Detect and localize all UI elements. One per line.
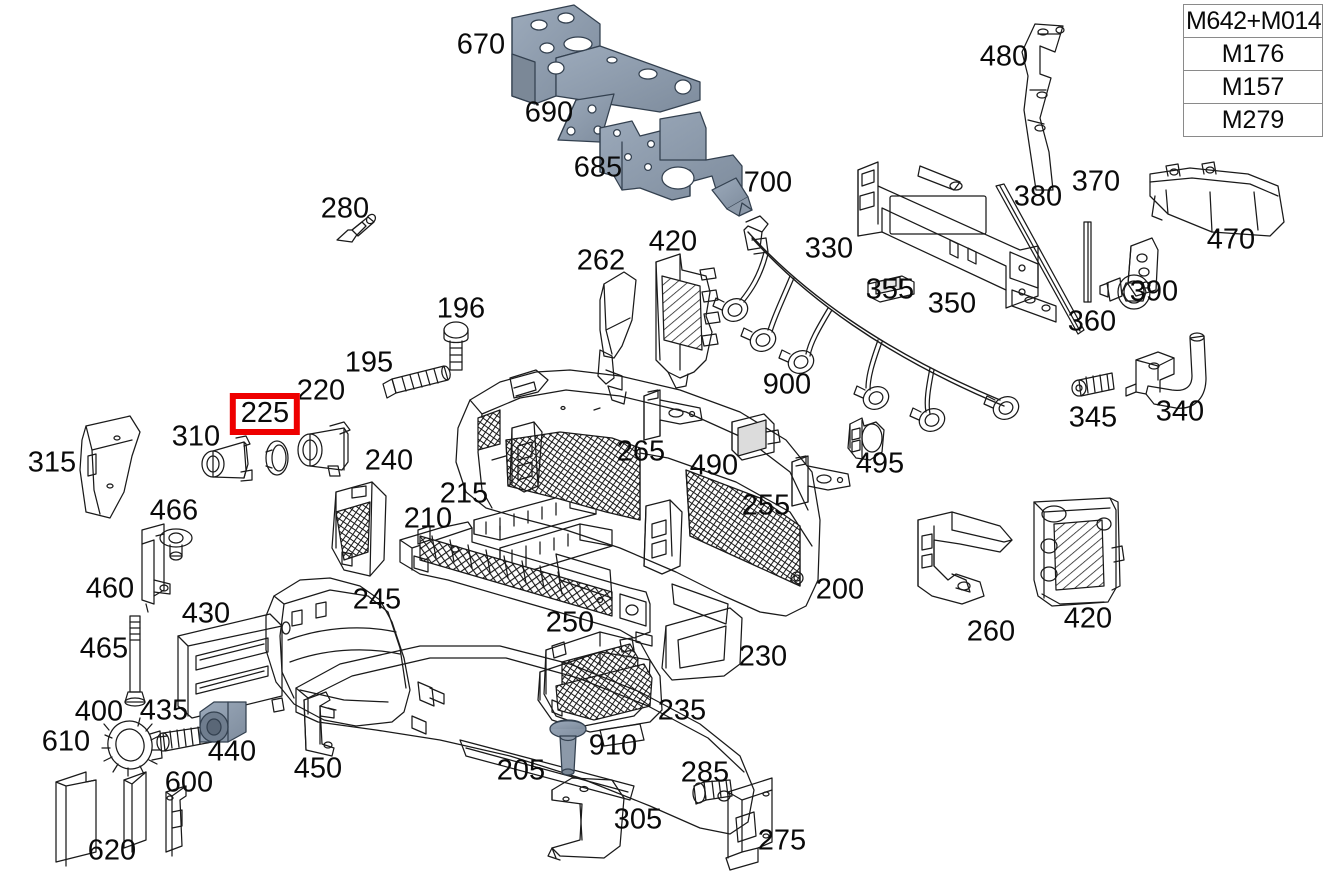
callout-label-440[interactable]: 440 (207, 735, 257, 768)
callout-label-262[interactable]: 262 (576, 244, 626, 277)
part-260-bracket (917, 511, 1013, 605)
part-225-ring (265, 440, 289, 476)
callout-label-360[interactable]: 360 (1067, 305, 1117, 338)
part-466-grommet (159, 528, 193, 561)
callout-label-215[interactable]: 215 (439, 477, 489, 510)
part-460-bracket (141, 523, 171, 605)
part-900-wiring-harness (712, 215, 1020, 433)
callout-label-610[interactable]: 610 (41, 725, 91, 758)
callout-label-305[interactable]: 305 (613, 803, 663, 836)
part-215b-absorber (499, 523, 613, 573)
part-490-module (731, 413, 781, 461)
callout-label-430[interactable]: 430 (181, 597, 231, 630)
legend-row-0: M642+M014 (1184, 5, 1322, 38)
part-195-bolt (382, 365, 451, 399)
callout-label-600[interactable]: 600 (164, 766, 214, 799)
callout-label-205[interactable]: 205 (496, 754, 546, 787)
callout-label-196[interactable]: 196 (436, 292, 486, 325)
callout-label-355[interactable]: 355 (865, 273, 915, 306)
callout-label-250[interactable]: 250 (545, 606, 595, 639)
callout-label-420a[interactable]: 420 (648, 225, 698, 258)
part-315-trim (79, 415, 141, 519)
legend-row-2: M157 (1184, 71, 1322, 104)
callout-label-450[interactable]: 450 (293, 752, 343, 785)
callout-label-225[interactable]: 225 (229, 393, 301, 435)
callout-label-220[interactable]: 220 (296, 374, 346, 407)
callout-label-910[interactable]: 910 (588, 729, 638, 762)
part-465-screw (124, 603, 149, 707)
callout-label-200[interactable]: 200 (815, 573, 865, 606)
callout-label-470[interactable]: 470 (1206, 223, 1256, 256)
part-345-screw (1071, 372, 1115, 397)
callout-label-315[interactable]: 315 (27, 446, 77, 479)
callout-label-230[interactable]: 230 (738, 640, 788, 673)
callout-label-435[interactable]: 435 (139, 694, 189, 727)
part-215-absorber (473, 493, 597, 541)
legend-row-1: M176 (1184, 38, 1322, 71)
callout-label-495[interactable]: 495 (855, 447, 905, 480)
part-220-sensor (297, 421, 351, 477)
callout-label-345[interactable]: 345 (1068, 401, 1118, 434)
callout-label-685[interactable]: 685 (573, 151, 623, 184)
callout-label-260[interactable]: 260 (966, 615, 1016, 648)
part-265-bracket (643, 389, 703, 441)
callout-label-900[interactable]: 900 (762, 368, 812, 401)
callout-label-480[interactable]: 480 (979, 40, 1029, 73)
callout-label-466[interactable]: 466 (149, 494, 199, 527)
callout-label-330[interactable]: 330 (804, 232, 854, 265)
part-370-pin (1083, 221, 1092, 303)
part-480-bracket (1021, 23, 1065, 191)
part-230-panel (661, 607, 743, 681)
callout-label-370[interactable]: 370 (1071, 165, 1121, 198)
callout-label-490[interactable]: 490 (689, 449, 739, 482)
callout-label-265[interactable]: 265 (616, 435, 666, 468)
part-255-bracket (791, 455, 851, 507)
part-305-duct (547, 777, 625, 861)
callout-label-620[interactable]: 620 (87, 834, 137, 867)
callout-label-275[interactable]: 275 (757, 824, 807, 857)
callout-label-460[interactable]: 460 (85, 572, 135, 605)
callout-label-340[interactable]: 340 (1155, 395, 1205, 428)
callout-label-235[interactable]: 235 (657, 694, 707, 727)
part-196-bolt (443, 321, 469, 371)
callout-label-240[interactable]: 240 (364, 444, 414, 477)
callout-label-285[interactable]: 285 (680, 756, 730, 789)
callout-label-380[interactable]: 380 (1013, 180, 1063, 213)
callout-label-690[interactable]: 690 (524, 96, 574, 129)
part-240-grille (331, 481, 387, 577)
part-210-crossmember (399, 521, 653, 647)
part-250-grille (543, 631, 651, 727)
part-910-bolt (549, 719, 587, 776)
callout-label-700[interactable]: 700 (743, 166, 793, 199)
part-420a-bracket (655, 253, 721, 389)
callout-label-310[interactable]: 310 (171, 420, 221, 453)
part-205-valance (295, 645, 755, 835)
part-430-trim (177, 613, 285, 719)
callout-label-670[interactable]: 670 (456, 28, 506, 61)
callout-label-195[interactable]: 195 (344, 346, 394, 379)
callout-label-255[interactable]: 255 (741, 489, 791, 522)
callout-label-390[interactable]: 390 (1129, 275, 1179, 308)
callout-label-465[interactable]: 465 (79, 632, 129, 665)
callout-label-420b[interactable]: 420 (1063, 602, 1113, 635)
callout-label-210[interactable]: 210 (403, 502, 453, 535)
callout-label-280[interactable]: 280 (320, 192, 370, 225)
legend-row-3: M279 (1184, 104, 1322, 137)
part-450-bracket (303, 691, 335, 757)
part-262-trim (597, 271, 637, 405)
callout-label-350[interactable]: 350 (927, 287, 977, 320)
part-420b-panel (1033, 497, 1125, 607)
callout-label-245[interactable]: 245 (352, 583, 402, 616)
callout-label-400[interactable]: 400 (74, 695, 124, 728)
